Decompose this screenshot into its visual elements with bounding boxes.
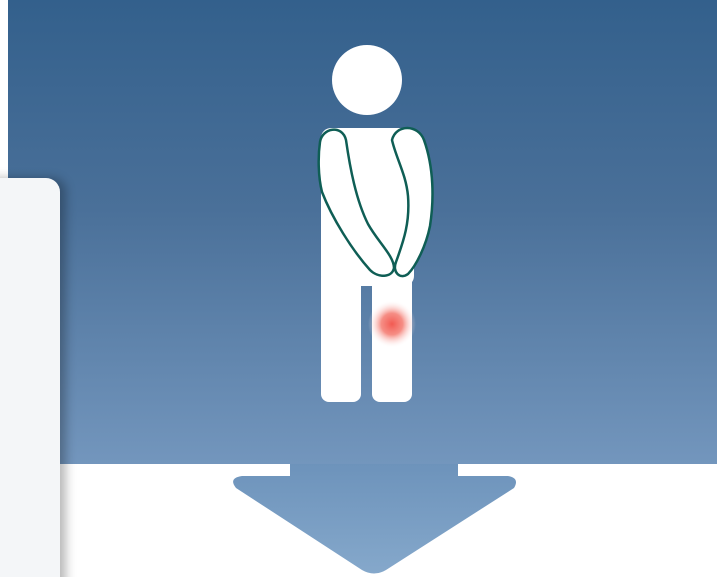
pain-indicator-icon xyxy=(368,300,416,348)
down-arrow-icon xyxy=(233,464,516,574)
person-icon xyxy=(319,45,433,402)
left-leg-shape xyxy=(321,270,361,402)
head-shape xyxy=(332,45,402,115)
